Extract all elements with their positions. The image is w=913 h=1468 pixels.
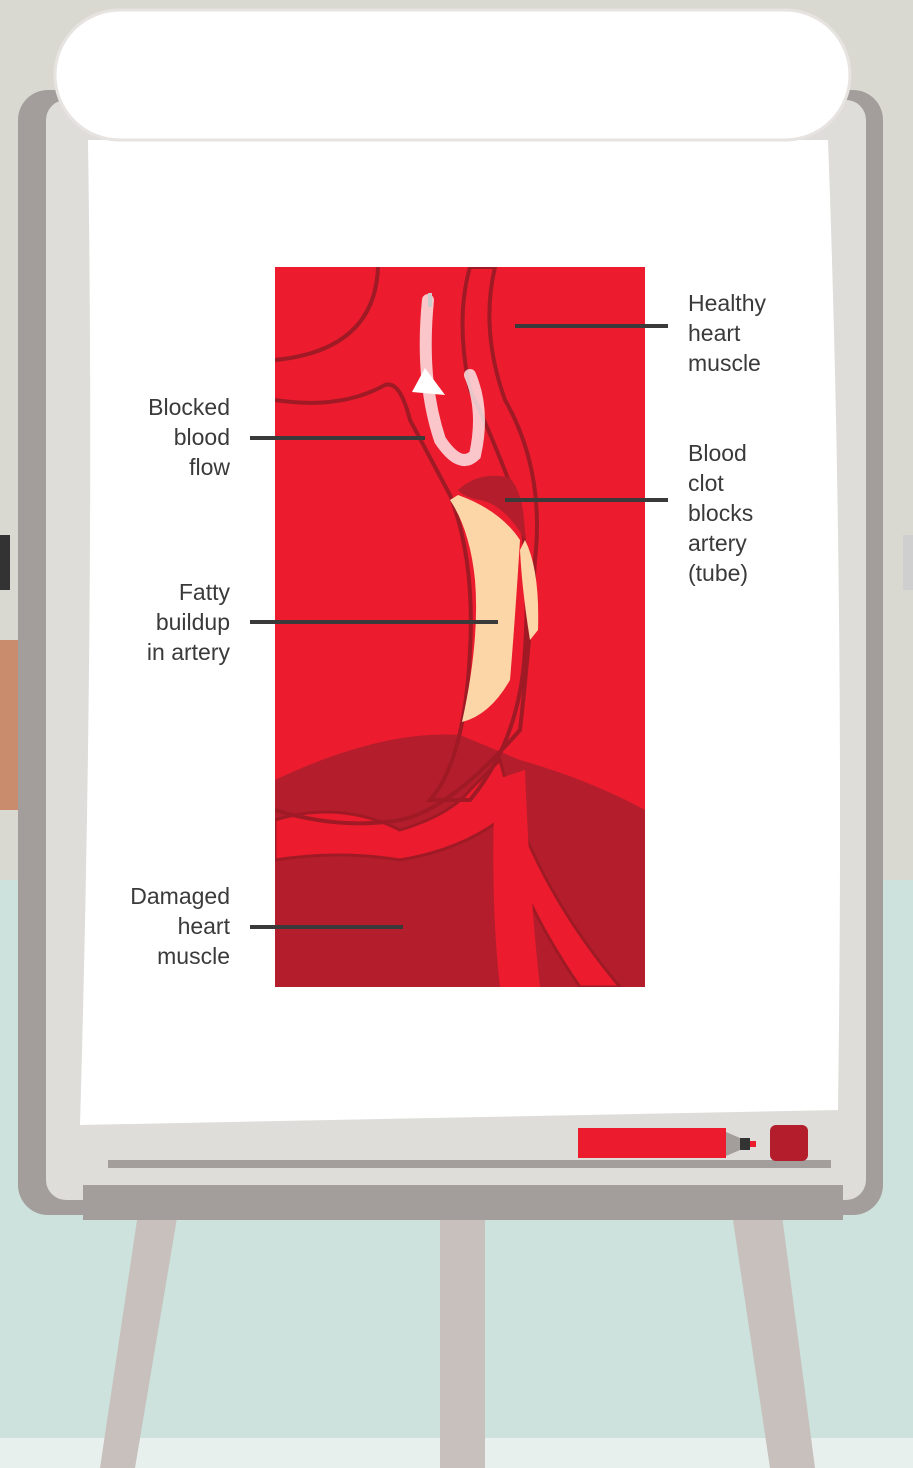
label-healthy-muscle: Healthy heart muscle bbox=[688, 288, 766, 378]
person-item bbox=[0, 535, 10, 590]
label-blocked-flow: Blocked blood flow bbox=[148, 392, 230, 482]
easel-base bbox=[83, 1185, 843, 1220]
label-damaged-muscle: Damaged heart muscle bbox=[130, 881, 230, 971]
label-fatty-buildup: Fatty buildup in artery bbox=[147, 577, 230, 667]
artery-diagram bbox=[275, 267, 645, 987]
marker-tray bbox=[108, 1160, 831, 1168]
marker-icon bbox=[578, 1125, 808, 1161]
paper-roll bbox=[55, 10, 850, 140]
label-blood-clot: Blood clot blocks artery (tube) bbox=[688, 438, 753, 588]
person-item-2 bbox=[903, 535, 913, 590]
